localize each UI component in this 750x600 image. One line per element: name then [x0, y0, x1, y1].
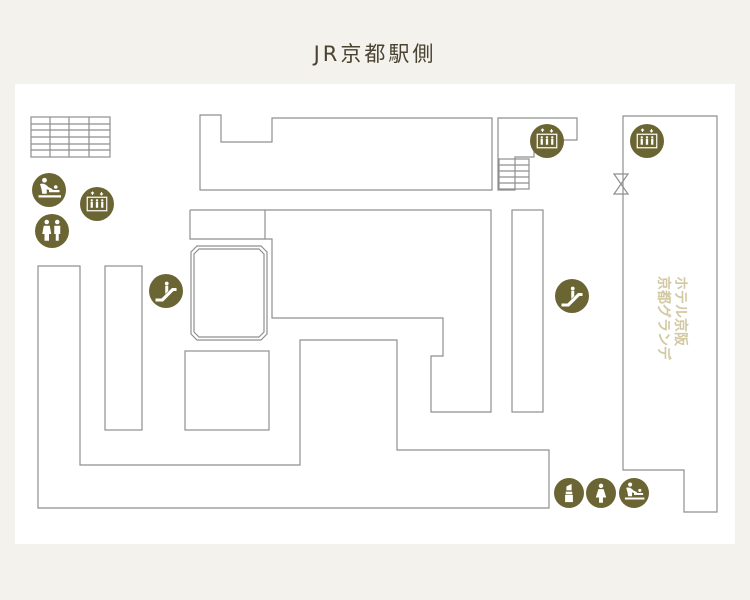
elevator-icon — [530, 124, 564, 158]
escalator-icon — [149, 274, 183, 308]
baby-changing-icon — [32, 173, 66, 207]
center-lower-box — [184, 350, 270, 431]
baby-changing-icon — [619, 478, 649, 508]
top-center-block — [199, 114, 493, 191]
restroom-icon — [35, 214, 69, 248]
outer-l-block — [37, 265, 550, 509]
ornate-frame — [190, 245, 268, 341]
middle-large-block — [190, 209, 492, 413]
stairs-upper-left — [30, 116, 111, 158]
stairs-upper-right — [498, 158, 530, 190]
left-column — [104, 265, 143, 431]
hotel-label-line1: ホテル京阪 — [672, 276, 689, 347]
hotel-label-line2: 京都グランデ — [655, 276, 672, 361]
narrow-right-column — [511, 209, 544, 413]
womens-restroom-icon — [586, 478, 616, 508]
lipstick-powder-room-icon — [554, 478, 584, 508]
elevator-icon — [80, 187, 114, 221]
hotel-tower — [622, 115, 718, 513]
upper-right-block — [497, 117, 578, 191]
map-title: JR京都駅側 — [313, 42, 437, 66]
floor-plan: ホテル京阪 京都グランデ — [30, 114, 718, 513]
hourglass-marker — [612, 173, 630, 195]
elevator-icon — [630, 124, 664, 158]
map-panel — [15, 84, 735, 544]
escalator-icon — [555, 279, 589, 313]
